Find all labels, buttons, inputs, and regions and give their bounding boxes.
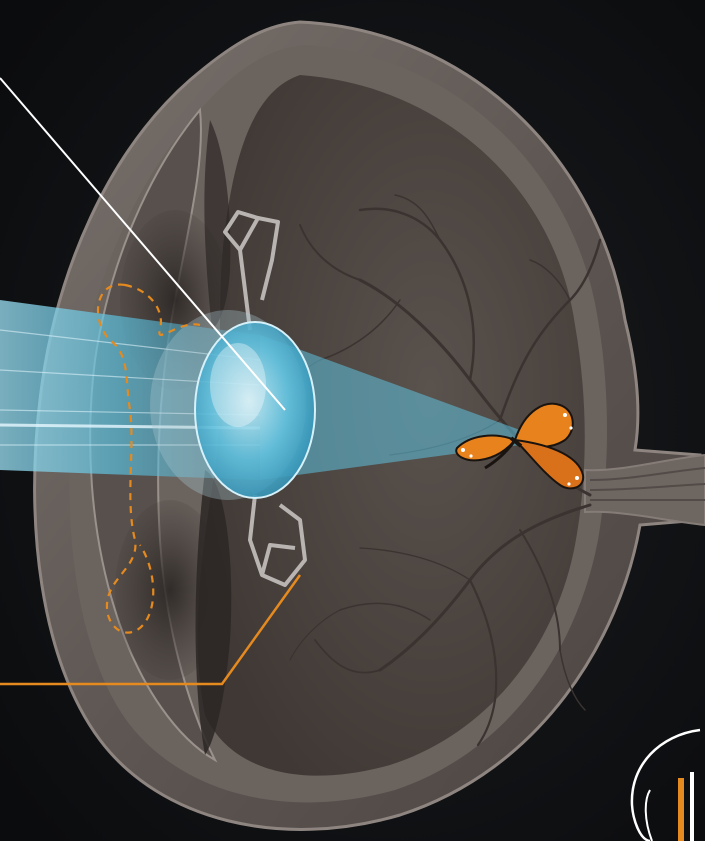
illustration-stage	[0, 0, 705, 841]
eye-illustration	[0, 0, 705, 841]
